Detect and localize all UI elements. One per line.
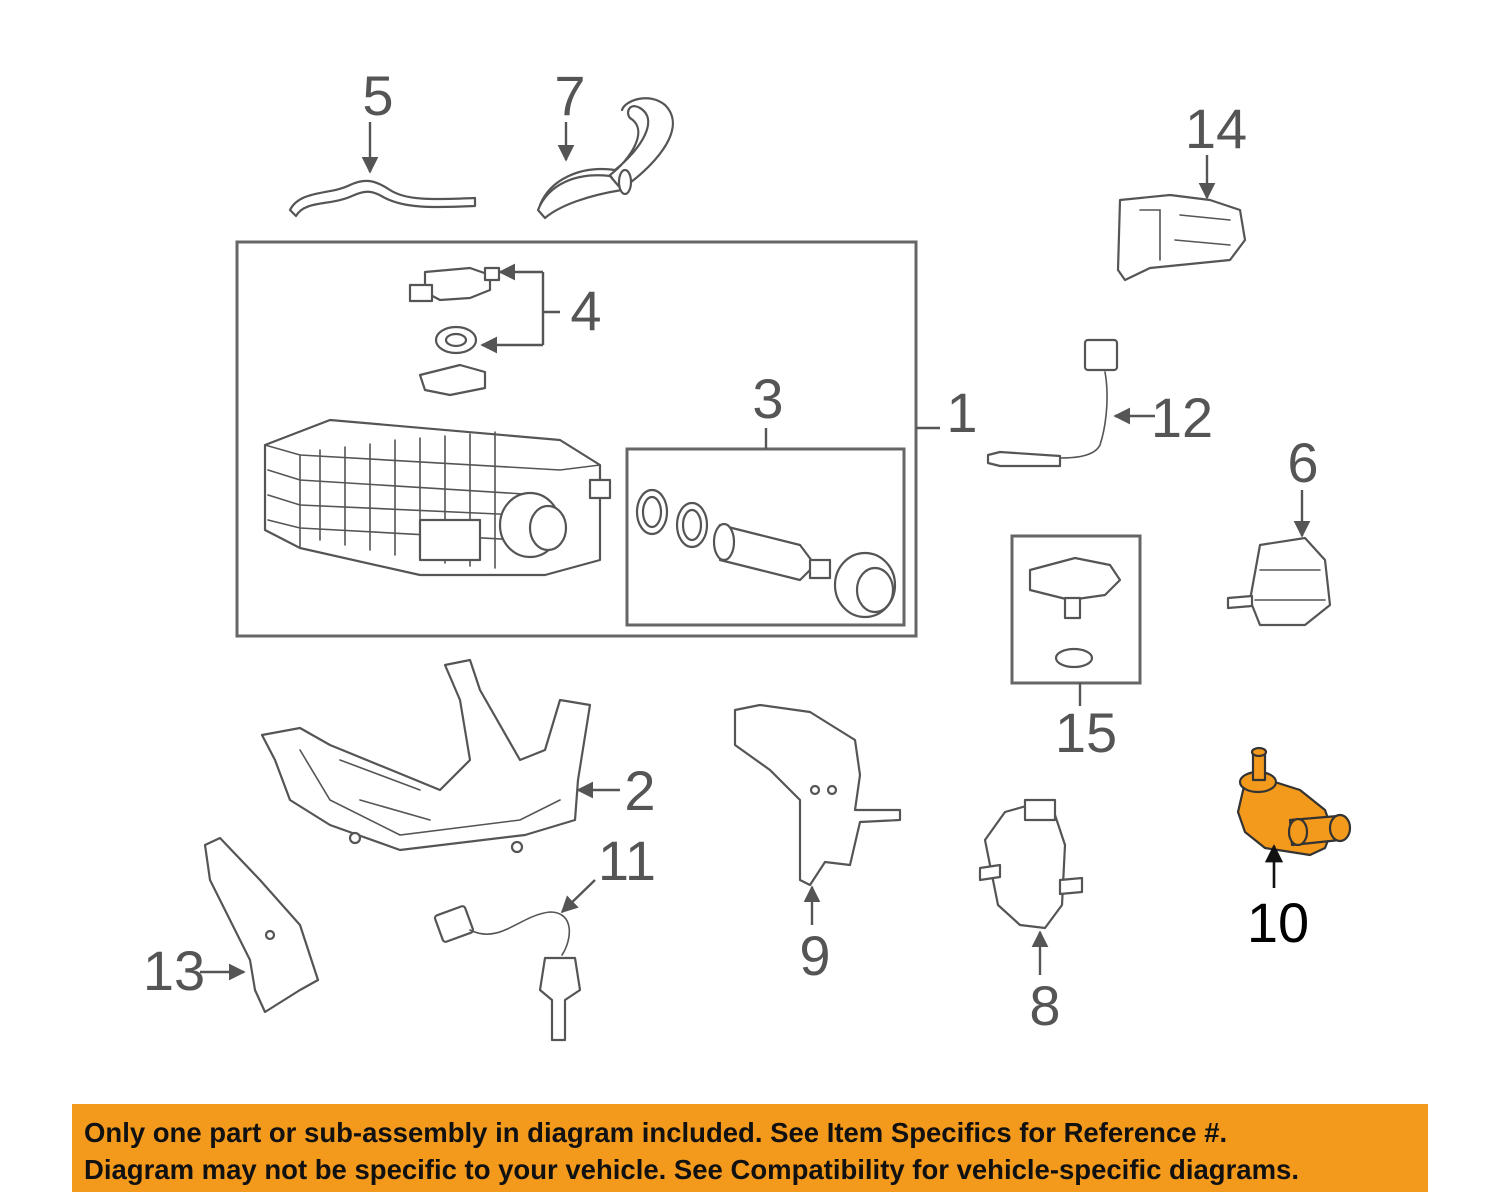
- part-4-sensor[interactable]: [408, 266, 501, 303]
- callout-14: 14: [1185, 97, 1247, 160]
- disclaimer-line-1: Only one part or sub-assembly in diagram…: [84, 1117, 1228, 1148]
- callout-7: 7: [554, 64, 585, 127]
- part-12-oxygen-sensor[interactable]: [986, 338, 1119, 468]
- callout-13: 13: [143, 939, 205, 1002]
- callout-4: 4: [570, 279, 601, 342]
- callout-2: 2: [624, 759, 655, 822]
- part-11-oxygen-sensor[interactable]: [433, 905, 582, 1042]
- part-5-hose[interactable]: [288, 179, 477, 218]
- callout-6: 6: [1287, 431, 1318, 494]
- part-8-pump[interactable]: [978, 798, 1084, 930]
- part-4-seal[interactable]: [434, 325, 478, 355]
- part-15-sensor[interactable]: [1028, 556, 1122, 669]
- callout-12: 12: [1151, 386, 1213, 449]
- assembly-15-box: [1010, 534, 1142, 685]
- part-7-hose[interactable]: [536, 97, 674, 220]
- callout-15: 15: [1055, 701, 1117, 764]
- callout-5: 5: [362, 64, 393, 127]
- part-9-bracket[interactable]: [733, 703, 902, 887]
- callout-3: 3: [752, 367, 783, 430]
- callout-10: 10: [1247, 891, 1309, 954]
- part-14-bracket[interactable]: [1116, 193, 1247, 282]
- callout-11: 11: [598, 829, 656, 892]
- assembly-1-box: [235, 240, 918, 638]
- canister-bracket-small: [418, 363, 487, 397]
- part-6-solenoid[interactable]: [1226, 536, 1332, 627]
- disclaimer-line-2: Diagram may not be specific to your vehi…: [84, 1154, 1299, 1185]
- callout-9: 9: [799, 924, 830, 987]
- part-3-valve-kit[interactable]: [635, 488, 897, 619]
- disclaimer-banner: Only one part or sub-assembly in diagram…: [72, 1104, 1428, 1192]
- part-2-bracket[interactable]: [260, 658, 592, 854]
- part-10-valve[interactable]: [1236, 746, 1352, 857]
- part-13-shield[interactable]: [203, 836, 320, 1014]
- callout-1: 1: [946, 381, 977, 444]
- callout-8: 8: [1029, 974, 1060, 1037]
- part-1-canister[interactable]: [263, 418, 612, 577]
